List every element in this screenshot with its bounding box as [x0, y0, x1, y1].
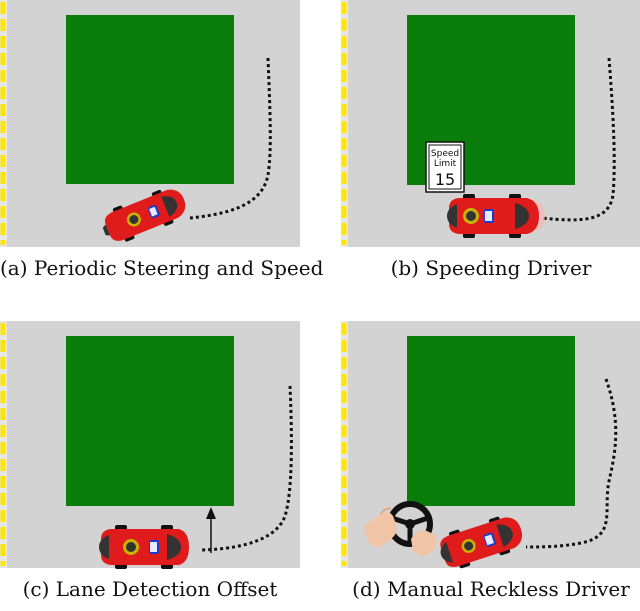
scene-d	[341, 321, 640, 569]
caption: (a) Periodic Steering and Speed	[0, 256, 324, 280]
city-block	[66, 15, 234, 184]
sign-line2: Limit	[434, 159, 457, 169]
caption: (d) Manual Reckless Driver	[352, 577, 630, 601]
car-icon	[447, 194, 539, 238]
speed-limit-sign: Speed Limit 15	[425, 141, 465, 193]
sign-line1: Speed	[431, 149, 459, 159]
steering-wheel-hands-icon	[363, 501, 437, 557]
vehicle-path	[540, 57, 616, 222]
scene-b: Speed Limit 15	[341, 0, 640, 247]
sign-speed-value: 15	[435, 170, 455, 189]
panel-speeding-driver: Speed Limit 15 (b) Speeding Driver	[341, 0, 640, 290]
car-icon	[440, 516, 523, 569]
car-icon	[102, 189, 186, 242]
panel-manual-reckless-driver: (d) Manual Reckless Driver	[341, 321, 640, 611]
panel-periodic-steering: (a) Periodic Steering and Speed	[0, 0, 324, 290]
vehicle-path	[189, 57, 272, 220]
scene-a	[0, 0, 300, 247]
car-icon	[99, 525, 189, 569]
caption: (c) Lane Detection Offset	[22, 577, 278, 601]
city-block	[407, 336, 575, 506]
vehicle-path	[525, 378, 618, 549]
scene-c	[0, 321, 300, 569]
caption: (b) Speeding Driver	[390, 256, 592, 280]
offset-arrow	[206, 507, 216, 553]
city-block	[66, 336, 234, 506]
panel-lane-detection-offset: (c) Lane Detection Offset	[0, 321, 300, 611]
